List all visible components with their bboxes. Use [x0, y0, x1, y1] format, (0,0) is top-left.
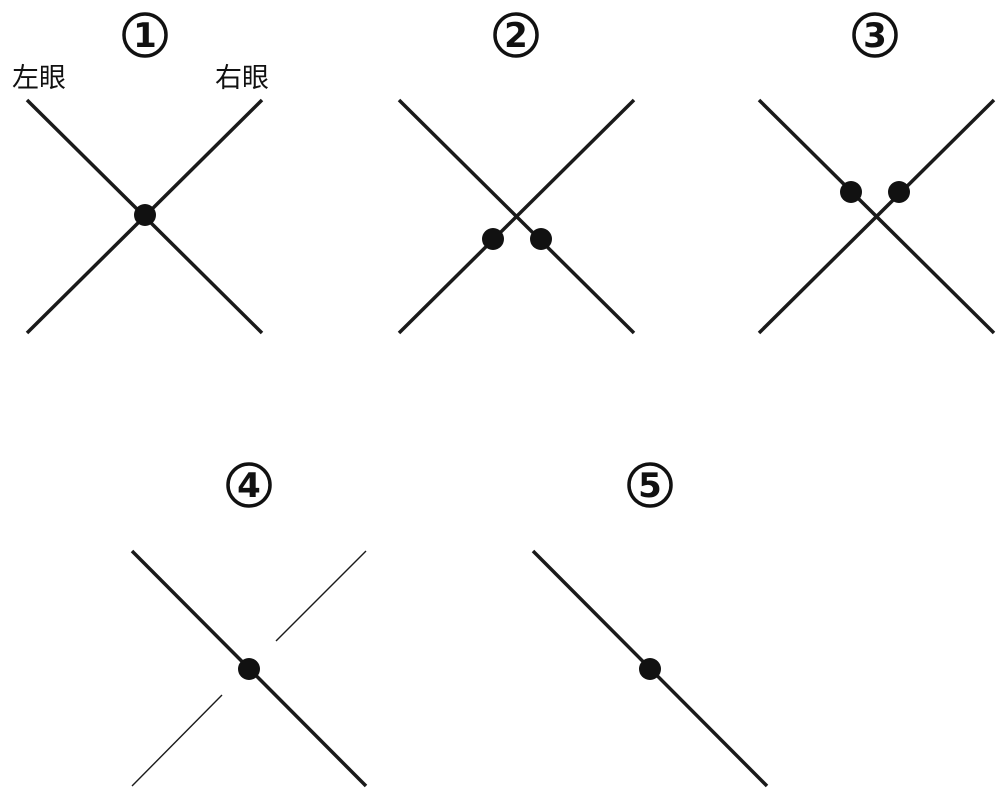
panel-1: 1 左眼 右眼: [12, 12, 269, 335]
panel-2-number-circle: [493, 12, 539, 58]
panel-1-number-circle: [122, 12, 168, 58]
left-dot: [840, 181, 862, 203]
faint-line-lower: [131, 694, 223, 787]
right-dot: [530, 228, 552, 250]
fixation-dot: [134, 204, 156, 226]
panel-5-number-circle: [627, 462, 673, 508]
panel-5: 5: [531, 462, 769, 788]
right-eye-line: [397, 98, 636, 335]
panel-1-number: 1: [133, 16, 157, 56]
fixation-dot: [238, 658, 260, 680]
left-dot: [482, 228, 504, 250]
panel-4-number-circle: [226, 462, 272, 508]
panel-4-number: 4: [237, 466, 261, 506]
panel-4: 4: [130, 462, 368, 788]
right-dot: [888, 181, 910, 203]
panel-5-number: 5: [638, 466, 662, 506]
panel-2: 2: [397, 12, 636, 335]
faint-line-upper: [275, 550, 367, 642]
panel-3-number-circle: [852, 12, 898, 58]
right-eye-line: [757, 98, 996, 335]
fixation-dot: [639, 658, 661, 680]
panel-2-number: 2: [504, 16, 528, 56]
panel-3: 3: [757, 12, 996, 335]
panel-3-number: 3: [863, 16, 887, 56]
right-eye-label: 右眼: [215, 63, 269, 94]
left-eye-label: 左眼: [12, 63, 66, 94]
